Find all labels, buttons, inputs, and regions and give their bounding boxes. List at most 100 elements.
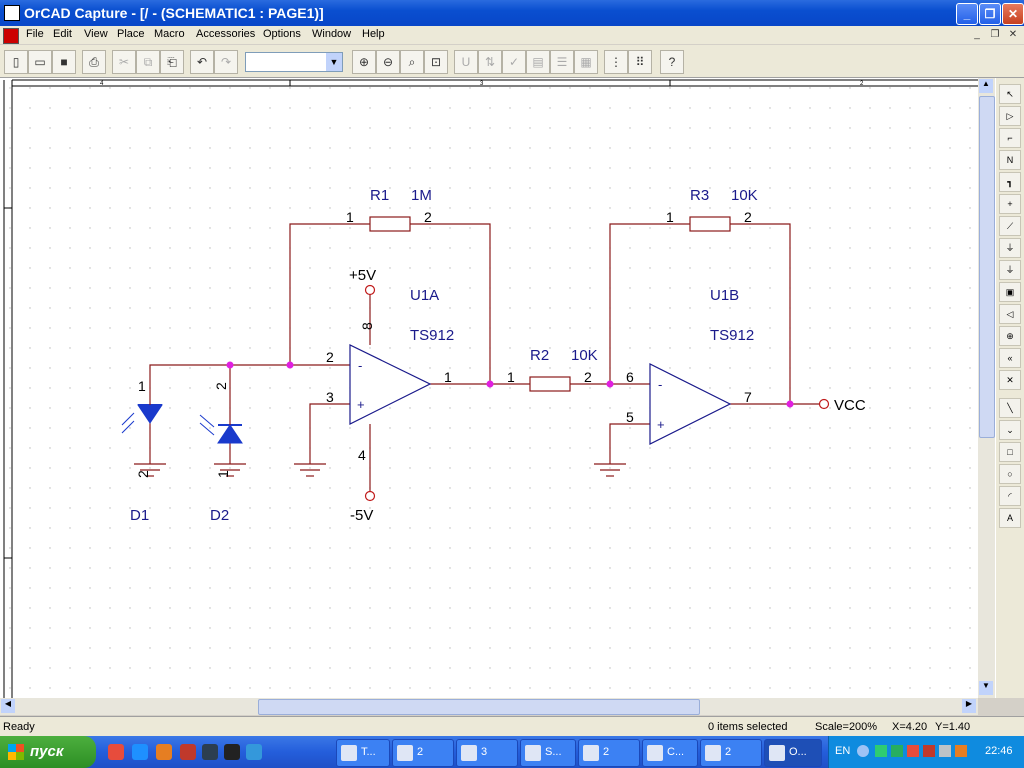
- scroll-down-icon[interactable]: ▼: [979, 681, 993, 695]
- task-button[interactable]: 2: [578, 739, 640, 767]
- place-ground-icon[interactable]: ⏚: [999, 260, 1021, 280]
- opamp-u1b[interactable]: [649, 363, 732, 445]
- copy-icon[interactable]: ⧉: [136, 50, 160, 74]
- paste-icon[interactable]: ⎗: [160, 50, 184, 74]
- maximize-button[interactable]: ❐: [979, 3, 1001, 25]
- document-icon[interactable]: [3, 28, 19, 44]
- place-bus-entry-icon[interactable]: ⟋: [999, 216, 1021, 236]
- power-port-pos[interactable]: [364, 284, 376, 296]
- place-bus-icon[interactable]: ┓: [999, 172, 1021, 192]
- resistor-r1[interactable]: [369, 216, 411, 232]
- undo-icon[interactable]: ↶: [190, 50, 214, 74]
- app-icon[interactable]: [246, 744, 262, 760]
- print-icon[interactable]: ⎙: [82, 50, 106, 74]
- app-icon[interactable]: [202, 744, 218, 760]
- doc-minimize-button[interactable]: _: [974, 29, 980, 40]
- part-combo[interactable]: ▼: [245, 52, 343, 72]
- place-hierarchical-block-icon[interactable]: ▣: [999, 282, 1021, 302]
- menu-place[interactable]: Place: [117, 28, 145, 40]
- snap-to-grid-icon[interactable]: ⋮: [604, 50, 628, 74]
- place-junction-icon[interactable]: +: [999, 194, 1021, 214]
- app-tray-icon[interactable]: [955, 745, 967, 757]
- ie-icon[interactable]: [132, 744, 148, 760]
- horizontal-scrollbar[interactable]: ◀ ▶: [0, 698, 978, 715]
- horizontal-scroll-thumb[interactable]: [258, 699, 700, 715]
- netlist-icon[interactable]: ▤: [526, 50, 550, 74]
- place-rectangle-icon[interactable]: □: [999, 442, 1021, 462]
- place-ellipse-icon[interactable]: ○: [999, 464, 1021, 484]
- opera-icon[interactable]: [180, 744, 196, 760]
- drc-icon[interactable]: ✓: [502, 50, 526, 74]
- place-arc-icon[interactable]: ◜: [999, 486, 1021, 506]
- new-icon[interactable]: ▯: [4, 50, 28, 74]
- zoom-area-icon[interactable]: ⌕: [400, 50, 424, 74]
- menu-window[interactable]: Window: [312, 28, 352, 40]
- place-power-icon[interactable]: ⏚: [999, 238, 1021, 258]
- save-icon[interactable]: ■: [52, 50, 76, 74]
- start-button[interactable]: пуск: [0, 736, 96, 768]
- minimize-button[interactable]: _: [956, 3, 978, 25]
- place-off-page-icon[interactable]: «: [999, 348, 1021, 368]
- place-pin-icon[interactable]: ⊕: [999, 326, 1021, 346]
- doc-close-button[interactable]: ✕: [1008, 29, 1018, 40]
- menu-accessories[interactable]: Accessories: [196, 28, 256, 40]
- scroll-up-icon[interactable]: ▲: [979, 79, 993, 93]
- zoom-all-icon[interactable]: ⊡: [424, 50, 448, 74]
- orcad-app-icon[interactable]: [4, 5, 20, 21]
- opamp-u1a[interactable]: [349, 344, 432, 425]
- menu-options[interactable]: Options: [263, 28, 301, 40]
- cut-icon[interactable]: ✂: [112, 50, 136, 74]
- task-button[interactable]: 3: [456, 739, 518, 767]
- diode-d2[interactable]: [199, 387, 243, 444]
- menu-edit[interactable]: Edit: [53, 28, 72, 40]
- help-icon[interactable]: ?: [660, 50, 684, 74]
- task-button-active[interactable]: O...: [764, 739, 822, 767]
- zoom-in-icon[interactable]: ⊕: [352, 50, 376, 74]
- task-button[interactable]: S...: [520, 739, 576, 767]
- cross-reference-icon[interactable]: ☰: [550, 50, 574, 74]
- task-button[interactable]: 2: [700, 739, 762, 767]
- security-icon[interactable]: [907, 745, 919, 757]
- place-wire-icon[interactable]: ⌐: [999, 128, 1021, 148]
- app-tray-icon[interactable]: [923, 745, 935, 757]
- place-polyline-icon[interactable]: ⌄: [999, 420, 1021, 440]
- vertical-scroll-thumb[interactable]: [979, 96, 995, 438]
- scroll-right-icon[interactable]: ▶: [962, 699, 976, 713]
- task-button[interactable]: C...: [642, 739, 698, 767]
- menu-view[interactable]: View: [84, 28, 108, 40]
- menu-macro[interactable]: Macro: [154, 28, 185, 40]
- place-line-icon[interactable]: ╲: [999, 398, 1021, 418]
- vertical-scrollbar[interactable]: ▲ ▼: [978, 78, 995, 698]
- place-part-icon[interactable]: ▷: [999, 106, 1021, 126]
- annotate-icon[interactable]: U: [454, 50, 478, 74]
- chevron-left-icon[interactable]: [857, 745, 869, 757]
- diode-d1[interactable]: [121, 387, 163, 434]
- network-icon[interactable]: [875, 745, 887, 757]
- doc-restore-button[interactable]: ❐: [990, 29, 1000, 40]
- signal-icon[interactable]: [891, 745, 903, 757]
- project-manager-icon[interactable]: ⠿: [628, 50, 652, 74]
- resistor-r2[interactable]: [529, 376, 571, 392]
- select-tool-icon[interactable]: ↖: [999, 84, 1021, 104]
- menu-file[interactable]: File: [26, 28, 44, 40]
- schematic-canvas[interactable]: 4 3 2: [0, 78, 997, 698]
- open-icon[interactable]: ▭: [28, 50, 52, 74]
- resistor-r3[interactable]: [689, 216, 731, 232]
- zoom-out-icon[interactable]: ⊖: [376, 50, 400, 74]
- chevron-down-icon[interactable]: ▼: [326, 53, 342, 71]
- place-text-icon[interactable]: A: [999, 508, 1021, 528]
- close-button[interactable]: ✕: [1002, 3, 1024, 25]
- bill-of-materials-icon[interactable]: ▦: [574, 50, 598, 74]
- menu-help[interactable]: Help: [362, 28, 385, 40]
- backannotate-icon[interactable]: ⇅: [478, 50, 502, 74]
- app-icon[interactable]: [224, 744, 240, 760]
- place-no-connect-icon[interactable]: ✕: [999, 370, 1021, 390]
- power-port-neg[interactable]: [364, 490, 376, 502]
- redo-icon[interactable]: ↷: [214, 50, 238, 74]
- output-port[interactable]: [818, 398, 830, 410]
- language-indicator[interactable]: EN: [835, 745, 851, 757]
- scroll-left-icon[interactable]: ◀: [1, 699, 15, 713]
- chrome-icon[interactable]: [108, 744, 124, 760]
- place-net-alias-icon[interactable]: N: [999, 150, 1021, 170]
- task-button[interactable]: T...: [336, 739, 390, 767]
